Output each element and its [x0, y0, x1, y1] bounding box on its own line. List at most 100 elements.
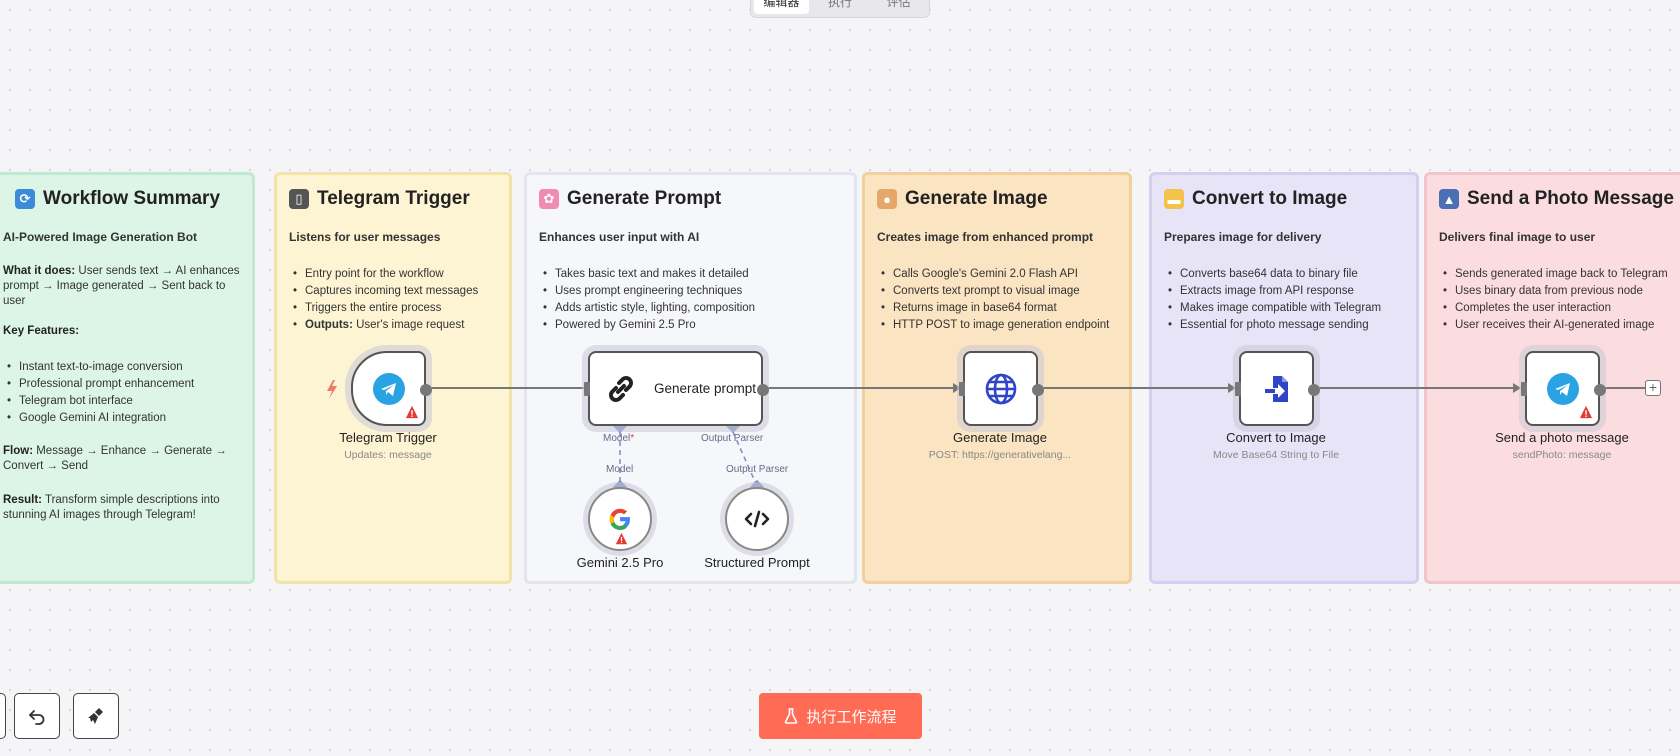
node-label: Convert to Image: [1226, 430, 1326, 445]
flask-icon: [785, 708, 798, 724]
flow-text: Flow: Message → Enhance → Generate → Con…: [3, 445, 227, 472]
node-send-photo-message[interactable]: [1521, 351, 1606, 426]
phone-icon: ▯: [289, 189, 309, 209]
result-text: Result: Transform simple descriptions in…: [3, 494, 220, 521]
list-item: Sends generated image back to Telegram: [1443, 266, 1679, 283]
list-item: Converts base64 data to binary file: [1168, 266, 1404, 283]
sticky-title: ▲ Send a Photo Message: [1439, 188, 1679, 210]
list-item: Essential for photo message sending: [1168, 317, 1404, 334]
telegram-icon: [372, 372, 405, 405]
list-item: Calls Google's Gemini 2.0 Flash API: [881, 266, 1117, 283]
sticky-note-workflow-summary[interactable]: ⟳ Workflow Summary AI-Powered Image Gene…: [0, 172, 255, 584]
list-item: Converts text prompt to visual image: [881, 283, 1117, 300]
node-label: Structured Prompt: [704, 555, 810, 570]
folder-icon: ▬: [1164, 189, 1184, 209]
execute-workflow-button[interactable]: 执行工作流程: [759, 693, 922, 739]
repeat-icon: ⟳: [15, 189, 35, 209]
brain-icon: ✿: [539, 189, 559, 209]
sticky-title: ⟳ Workflow Summary: [15, 188, 240, 210]
undo-icon: [29, 710, 45, 725]
warning-icon: [1579, 405, 1593, 419]
sticky-note-telegram-trigger[interactable]: ▯ Telegram Trigger Listens for user mess…: [274, 172, 512, 584]
node-structured-prompt[interactable]: [725, 487, 789, 551]
sticky-subtitle: Enhances user input with AI: [539, 230, 700, 244]
list-item: Takes basic text and makes it detailed: [543, 266, 842, 283]
input-handle[interactable]: [1521, 382, 1527, 396]
node-label: Telegram Trigger: [339, 430, 437, 445]
warning-icon: [405, 405, 419, 419]
input-handle[interactable]: [959, 382, 965, 396]
outbox-icon: ▲: [1439, 189, 1459, 209]
list-item: Captures incoming text messages: [293, 283, 497, 300]
list-item: Outputs: User's image request: [293, 317, 497, 334]
list-item: Google Gemini AI integration: [7, 410, 240, 427]
sticky-subtitle: Prepares image for delivery: [1164, 230, 1322, 244]
clear-button[interactable]: [73, 693, 119, 739]
list-item: Telegram bot interface: [7, 393, 240, 410]
partial-control-button[interactable]: [0, 693, 6, 739]
list-item: Extracts image from API response: [1168, 283, 1404, 300]
node-convert-to-image[interactable]: [1235, 351, 1320, 426]
chain-link-icon: [609, 375, 633, 402]
bullet-list: Calls Google's Gemini 2.0 Flash API Conv…: [877, 266, 1117, 334]
sticky-subtitle: Delivers final image to user: [1439, 230, 1596, 244]
sticky-title-text: Telegram Trigger: [317, 188, 470, 209]
input-handle[interactable]: [584, 382, 590, 396]
list-item: Entry point for the workflow: [293, 266, 497, 283]
sticky-title-text: Workflow Summary: [43, 188, 221, 209]
what-it-does: What it does: User sends text → AI enhan…: [3, 265, 240, 307]
google-icon: [609, 508, 630, 530]
sticky-note-generate-image[interactable]: ● Generate Image Creates image from enha…: [862, 172, 1132, 584]
sticky-title: ▯ Telegram Trigger: [289, 188, 497, 210]
list-item: Adds artistic style, lighting, compositi…: [543, 300, 842, 317]
globe-icon: [985, 373, 1016, 404]
node-title: Generate prompt: [654, 381, 757, 396]
tab-executions[interactable]: 执行: [828, 0, 853, 9]
node-label: Generate Image: [953, 430, 1047, 445]
sticky-title: ▬ Convert to Image: [1164, 188, 1404, 210]
execute-workflow-label: 执行工作流程: [806, 708, 897, 726]
output-parser-port-label: Output Parser: [701, 433, 764, 444]
telegram-icon: [1546, 372, 1579, 405]
list-item: Instant text-to-image conversion: [7, 359, 240, 376]
output-handle[interactable]: [757, 384, 769, 396]
node-sublabel: Move Base64 String to File: [1212, 449, 1340, 461]
sticky-title: ● Generate Image: [877, 188, 1117, 210]
list-item: Powered by Gemini 2.5 Pro: [543, 317, 842, 334]
tab-editor[interactable]: 编辑器: [754, 0, 809, 14]
list-item: Makes image compatible with Telegram: [1168, 300, 1404, 317]
list-item: Returns image in base64 format: [881, 300, 1117, 317]
view-tab-switcher: 编辑器 执行 评估: [750, 0, 930, 18]
add-node-button[interactable]: +: [1645, 380, 1661, 396]
sticky-subtitle: AI-Powered Image Generation Bot: [3, 230, 198, 244]
input-handle[interactable]: [1235, 382, 1241, 396]
node-label: Send a photo message: [1495, 430, 1629, 445]
bullet-list: Entry point for the workflow Captures in…: [289, 266, 497, 334]
node-sublabel: sendPhoto: message: [1512, 449, 1612, 461]
broom-icon: [88, 708, 103, 724]
sticky-subtitle: Creates image from enhanced prompt: [877, 230, 1094, 244]
list-item: User receives their AI-generated image: [1443, 317, 1679, 334]
node-telegram-trigger[interactable]: [351, 351, 432, 426]
output-handle[interactable]: [1032, 384, 1044, 396]
output-handle[interactable]: [1594, 384, 1606, 396]
output-handle[interactable]: [420, 384, 432, 396]
sticky-title-text: Generate Image: [905, 188, 1048, 209]
sticky-title-text: Generate Prompt: [567, 188, 722, 209]
bullet-list: Takes basic text and makes it detailed U…: [539, 266, 842, 334]
model-connection-label: Model: [606, 464, 634, 475]
output-handle[interactable]: [1308, 384, 1320, 396]
code-icon: [744, 510, 770, 528]
node-gemini-model[interactable]: [588, 487, 652, 551]
list-item: Professional prompt enhancement: [7, 376, 240, 393]
features-list: Instant text-to-image conversion Profess…: [3, 359, 240, 427]
bullet-list: Converts base64 data to binary file Extr…: [1164, 266, 1404, 334]
node-generate-image[interactable]: [959, 351, 1044, 426]
node-sublabel: POST: https://generativelang...: [928, 449, 1072, 461]
sticky-title: ✿ Generate Prompt: [539, 188, 842, 210]
node-generate-prompt[interactable]: Generate prompt: [584, 351, 769, 426]
undo-button[interactable]: [14, 693, 60, 739]
tab-evaluations[interactable]: 评估: [886, 0, 911, 9]
palette-icon: ●: [877, 189, 897, 209]
list-item: HTTP POST to image generation endpoint: [881, 317, 1117, 334]
